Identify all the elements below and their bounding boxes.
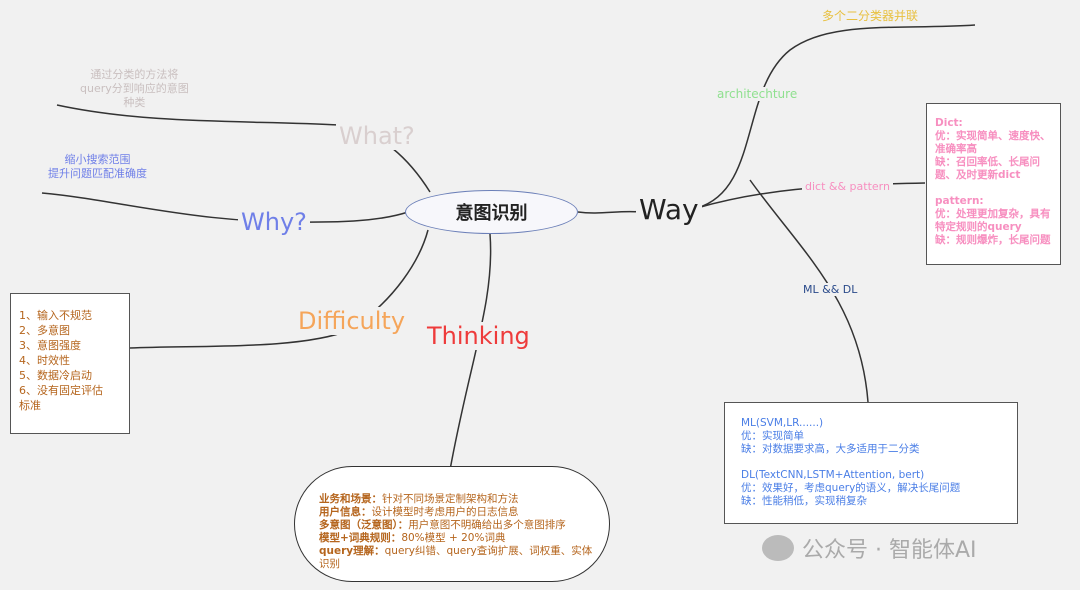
item-key: 多意图（泛意图）： (319, 519, 409, 531)
what-branch[interactable]: What? (336, 122, 418, 150)
note-line: 提升问题匹配准确度 (48, 167, 147, 180)
list-item: 4、时效性 (19, 354, 70, 367)
box-line: Dict: (935, 117, 963, 129)
ml-dl-label[interactable]: ML && DL (800, 283, 861, 296)
box-line: 优：实现简单 (741, 430, 804, 442)
thinking-box: 业务和场景：针对不同场景定制架构和方法 用户信息：设计模型时考虑用户的日志信息 … (294, 466, 610, 582)
central-topic[interactable]: 意图识别 (405, 190, 578, 234)
box-line: 缺：对数据要求高，大多适用于二分类 (741, 443, 920, 455)
box-line: 优：实现简单、速度快、 (935, 130, 1051, 142)
list-item: 用户信息：设计模型时考虑用户的日志信息 (319, 506, 599, 519)
item-key: query理解： (319, 545, 385, 557)
note-line: 种类 (123, 96, 146, 109)
list-item: 多意图（泛意图）：用户意图不明确给出多个意图排序 (319, 519, 599, 532)
spacer (741, 456, 1001, 469)
spacer (935, 182, 1052, 195)
box-line: 缺：性能稍低，实现稍复杂 (741, 495, 867, 507)
box-line: DL(TextCNN,LSTM+Attention, bert) (741, 469, 925, 481)
dict-pattern-box: Dict: 优：实现简单、速度快、 准确率高 缺：召回率低、长尾问 题、及时更新… (926, 103, 1061, 265)
list-item: 6、没有固定评估 (19, 384, 103, 397)
item-value: 设计模型时考虑用户的日志信息 (371, 506, 519, 518)
box-line: ML(SVM,LR......) (741, 417, 824, 429)
difficulty-box: 1、输入不规范 2、多意图 3、意图强度 4、时效性 5、数据冷启动 6、没有固… (10, 293, 130, 434)
watermark: 公众号 · 智能体AI (762, 532, 977, 564)
item-key: 用户信息： (319, 506, 372, 518)
thinking-branch[interactable]: Thinking (424, 322, 533, 350)
watermark-text: 公众号 · 智能体AI (802, 538, 977, 563)
box-line: 缺：召回率低、长尾问 (935, 156, 1040, 168)
item-value: query纠错、query查询扩展、词权重、实体识别 (319, 545, 593, 570)
list-item: 1、输入不规范 (19, 309, 92, 322)
dict-pattern-label[interactable]: dict && pattern (802, 180, 893, 193)
item-value: 用户意图不明确给出多个意图排序 (408, 519, 566, 531)
note-line: 通过分类的方法将 (90, 68, 179, 81)
wechat-icon (762, 535, 794, 561)
list-item: 标准 (19, 399, 41, 412)
box-line: 缺：规则爆炸，长尾问题 (935, 234, 1051, 246)
list-item: 5、数据冷启动 (19, 369, 92, 382)
ml-dl-box: ML(SVM,LR......) 优：实现简单 缺：对数据要求高，大多适用于二分… (724, 402, 1018, 524)
what-note: 通过分类的方法将 query分到响应的意图 种类 (80, 68, 189, 110)
list-item: 业务和场景：针对不同场景定制架构和方法 (319, 493, 599, 506)
why-note: 缩小搜索范围 提升问题匹配准确度 (48, 153, 147, 181)
item-value: 针对不同场景定制架构和方法 (382, 493, 519, 505)
note-line: 缩小搜索范围 (64, 153, 131, 166)
box-line: 优：处理更加复杂，具有 (935, 208, 1051, 220)
item-key: 模型+词典规则： (319, 532, 402, 544)
list-item: 3、意图强度 (19, 339, 81, 352)
box-line: 优：效果好，考虑query的语义，解决长尾问题 (741, 482, 961, 494)
item-key: 业务和场景： (319, 493, 382, 505)
box-line: pattern: (935, 195, 984, 207)
box-line: 特定规则的query (935, 221, 1022, 233)
difficulty-branch[interactable]: Difficulty (295, 307, 409, 335)
list-item: query理解：query纠错、query查询扩展、词权重、实体识别 (319, 545, 599, 571)
item-value: 80%模型 + 20%词典 (401, 532, 506, 544)
note-line: query分到响应的意图 (80, 82, 189, 95)
way-branch[interactable]: Way (636, 193, 702, 226)
box-line: 准确率高 (935, 143, 977, 155)
list-item: 2、多意图 (19, 324, 70, 337)
why-branch[interactable]: Why? (238, 208, 310, 236)
architecture-note: 多个二分类器并联 (822, 9, 919, 23)
architecture-label[interactable]: architechture (714, 87, 801, 101)
box-line: 题、及时更新dict (935, 169, 1021, 181)
list-item: 模型+词典规则：80%模型 + 20%词典 (319, 532, 599, 545)
